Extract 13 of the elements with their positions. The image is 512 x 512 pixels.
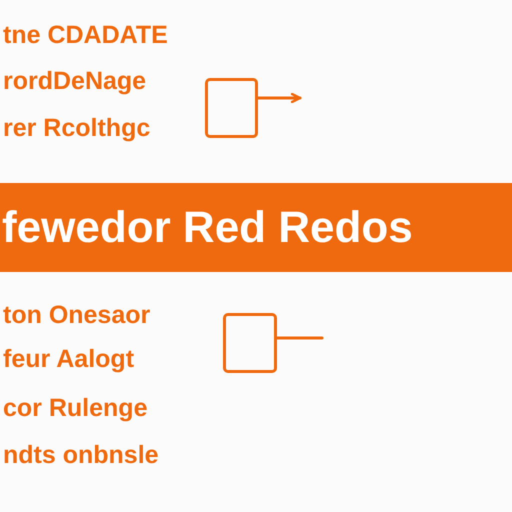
empty-box xyxy=(205,78,258,138)
text-label: feur Aalogt xyxy=(3,344,134,374)
text-label: ndts onbnsle xyxy=(3,440,159,470)
arrow xyxy=(256,92,302,104)
banner-text: fewedor Red Redos xyxy=(2,202,413,252)
empty-box xyxy=(223,313,277,373)
text-label: ton Onesaor xyxy=(3,300,150,330)
connector-line xyxy=(276,336,324,340)
text-label: rordDeNage xyxy=(3,66,146,96)
banner xyxy=(0,183,512,272)
text-label: rer Rcolthgc xyxy=(3,113,150,143)
text-label: cor Rulenge xyxy=(3,393,148,423)
text-label: tne CDADATE xyxy=(3,20,168,50)
